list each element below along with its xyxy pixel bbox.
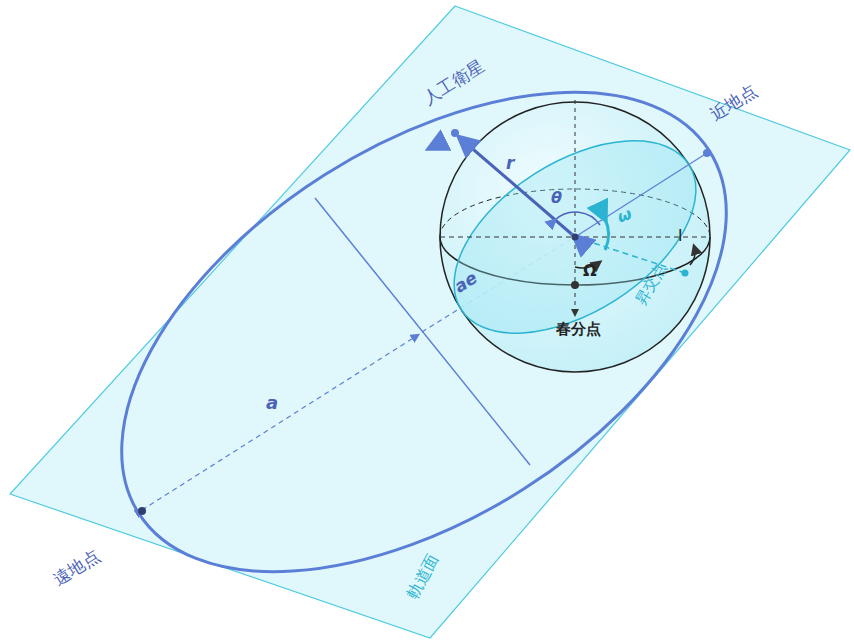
equinox-label: 春分点: [556, 322, 601, 337]
inclination-symbol: I: [678, 229, 682, 244]
radius-symbol: r: [506, 155, 514, 172]
semi-major-symbol: a: [266, 394, 278, 412]
apogee-label: 遠地点: [50, 547, 102, 588]
node-longitude-symbol: Ω: [583, 263, 597, 279]
anomaly-symbol: θ: [551, 190, 562, 206]
